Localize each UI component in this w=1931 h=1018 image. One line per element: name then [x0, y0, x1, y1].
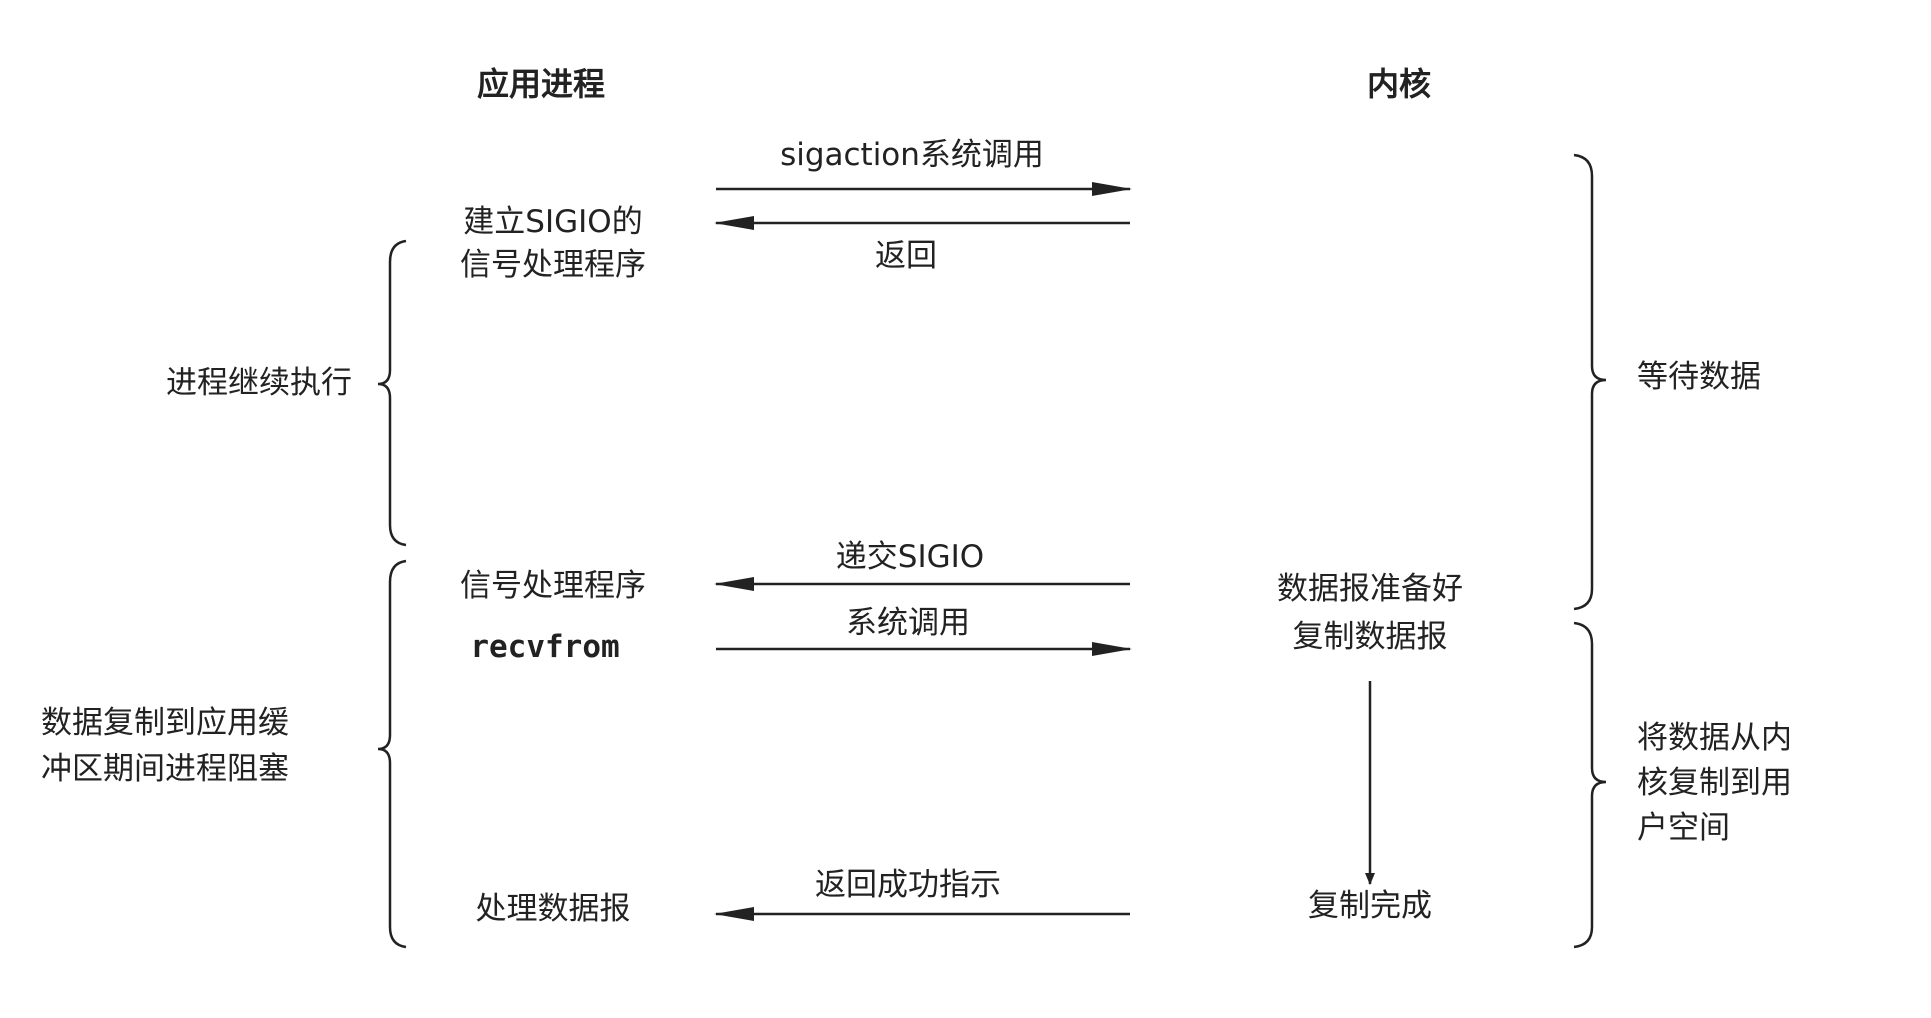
label-return: 返回 [875, 238, 937, 274]
label-syscall: 系统调用 [846, 605, 970, 641]
label-return-success: 返回成功指示 [815, 867, 1001, 903]
kernel-copy-datagram: 复制数据报 [1292, 619, 1448, 655]
brace-left-continue [377, 239, 407, 547]
app-process-datagram: 处理数据报 [475, 891, 631, 927]
phase-copy-line1: 将数据从内 [1637, 720, 1792, 756]
phase-blocked-line1: 数据复制到应用缓 [41, 705, 289, 741]
brace-right-wait [1573, 153, 1607, 611]
app-setup-line2: 信号处理程序 [460, 247, 646, 283]
kernel-datagram-ready: 数据报准备好 [1277, 571, 1463, 607]
label-deliver-sigio: 递交SIGIO [835, 539, 985, 575]
header-kernel: 内核 [1366, 65, 1432, 103]
app-recvfrom: recvfrom [470, 629, 620, 665]
brace-left-blocked [377, 559, 407, 949]
app-handler: 信号处理程序 [460, 568, 646, 604]
phase-blocked-line2: 冲区期间进程阻塞 [41, 751, 289, 787]
header-app-process: 应用进程 [476, 65, 606, 103]
app-setup-line1: 建立SIGIO的 [463, 204, 643, 240]
phase-copy-line3: 户空间 [1637, 810, 1730, 846]
phase-copy-line2: 核复制到用 [1637, 765, 1792, 801]
brace-right-copy [1573, 621, 1607, 949]
label-sigaction: sigaction系统调用 [780, 137, 1044, 173]
phase-wait-data: 等待数据 [1637, 359, 1761, 395]
kernel-copy-done: 复制完成 [1308, 888, 1432, 924]
phase-continue: 进程继续执行 [166, 365, 352, 401]
